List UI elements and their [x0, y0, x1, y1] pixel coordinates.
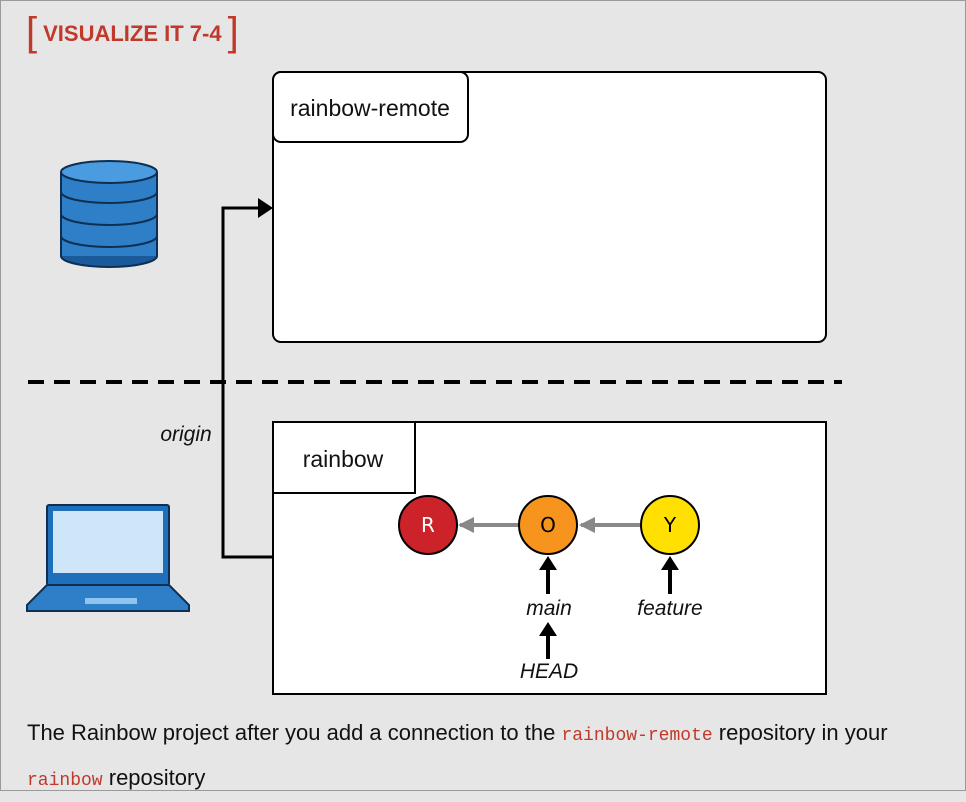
commit-r: R	[398, 495, 458, 555]
feature-pointer-arrowhead	[661, 556, 679, 570]
origin-label: origin	[160, 423, 211, 446]
commit-o-label: O	[540, 513, 556, 537]
main-pointer-arrowhead	[539, 556, 557, 570]
caption-code-remote: rainbow-remote	[561, 726, 713, 746]
commit-o: O	[518, 495, 578, 555]
local-repo-label: rainbow	[303, 446, 384, 472]
local-repo-box: rainbow	[272, 421, 827, 695]
caption-code-local: rainbow	[27, 771, 103, 791]
branch-main-label: main	[526, 597, 572, 620]
laptop-icon	[26, 504, 190, 612]
title-bracket-open: [	[26, 10, 38, 54]
commit-y-label: Y	[663, 513, 677, 537]
title-text: VISUALIZE IT 7-4	[43, 21, 222, 46]
remote-repo-box: rainbow-remote	[272, 71, 827, 343]
caption-text-3: repository	[102, 765, 206, 790]
head-pointer-arrowhead	[539, 622, 557, 636]
title-bracket-close: ]	[227, 10, 239, 54]
head-label: HEAD	[520, 660, 578, 683]
origin-connection-line	[221, 206, 273, 559]
caption-text-2: repository in your	[712, 720, 888, 745]
commit-r-label: R	[421, 513, 435, 537]
figure-caption: The Rainbow project after you add a conn…	[27, 712, 947, 802]
caption-text-1: The Rainbow project after you add a conn…	[27, 720, 562, 745]
remote-repo-label: rainbow-remote	[290, 95, 450, 121]
database-icon	[60, 160, 158, 268]
branch-feature-label: feature	[637, 597, 702, 620]
origin-arrowhead	[258, 198, 273, 218]
figure-title: [VISUALIZE IT 7-4]	[26, 12, 239, 52]
commit-y: Y	[640, 495, 700, 555]
